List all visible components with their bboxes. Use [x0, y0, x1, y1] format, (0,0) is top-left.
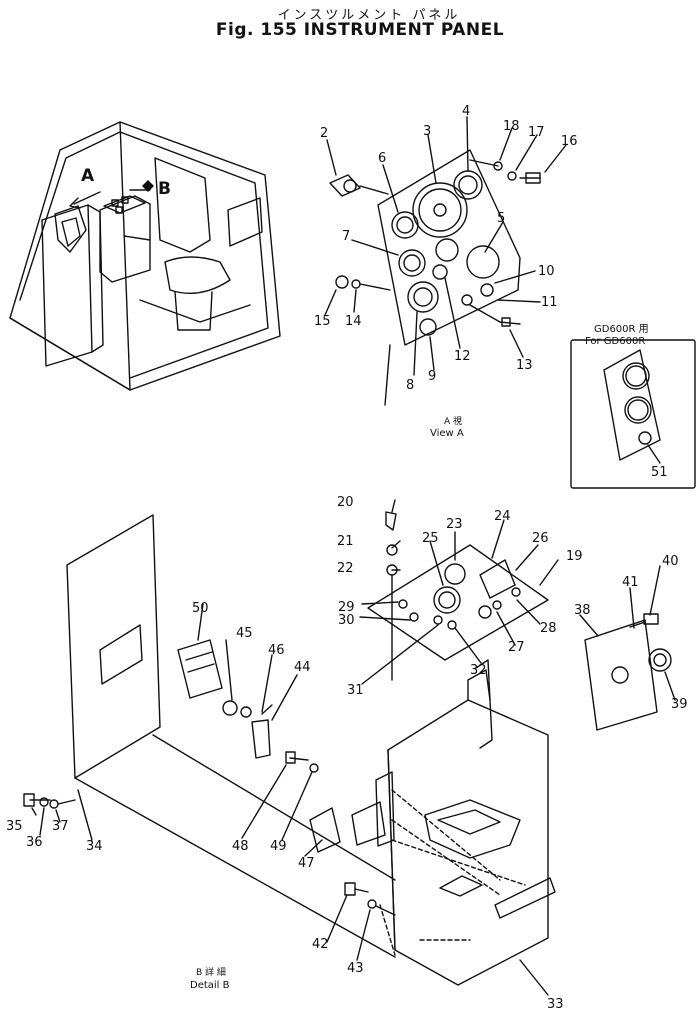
- part-label: 4: [462, 104, 470, 119]
- part-label: 31: [347, 683, 364, 698]
- part-label: 7: [342, 229, 350, 244]
- part-label: 43: [347, 961, 364, 976]
- part-label: 35: [6, 819, 23, 834]
- part-label: 16: [561, 134, 578, 149]
- part-label: 36: [26, 835, 43, 850]
- part-label: 37: [52, 819, 69, 834]
- arrow-a-label: A: [81, 166, 95, 186]
- detail-b-caption: Detail B: [190, 980, 230, 991]
- part-label: 6: [378, 151, 386, 166]
- part-label: 18: [503, 119, 520, 134]
- part-label: 11: [541, 295, 558, 310]
- arrow-b-label: B: [158, 179, 171, 199]
- part-label: 28: [540, 621, 557, 636]
- part-label: 48: [232, 839, 249, 854]
- part-label: 22: [337, 561, 354, 576]
- detail-b-assembly: [23, 511, 672, 986]
- part-label: 24: [494, 509, 511, 524]
- part-label: 34: [86, 839, 103, 854]
- part-label: 10: [538, 264, 555, 279]
- gd600r-variant-box: [570, 339, 696, 489]
- part-label: 38: [574, 603, 591, 618]
- part-label: 15: [314, 314, 331, 329]
- part-label: 5: [497, 211, 505, 226]
- variant-japanese: GD600R 用: [594, 324, 649, 335]
- part-label: 33: [547, 997, 564, 1012]
- part-label: 23: [446, 517, 463, 532]
- part-label: 19: [566, 549, 583, 564]
- part-label: 9: [428, 369, 436, 384]
- part-label: 50: [192, 601, 209, 616]
- part-label: 27: [508, 640, 525, 655]
- part-label: 32: [470, 663, 487, 678]
- part-label: 39: [671, 697, 688, 712]
- part-label: 21: [337, 534, 354, 549]
- view-a-caption: View A: [430, 428, 464, 439]
- figure-title: Fig. 155 INSTRUMENT PANEL: [215, 20, 505, 40]
- title-japanese: インスツルメント パネル: [277, 8, 461, 23]
- part-label: 26: [532, 531, 549, 546]
- part-label: 17: [528, 125, 545, 140]
- part-label: 44: [294, 660, 311, 675]
- part-label: 41: [622, 575, 639, 590]
- part-label: 29: [338, 600, 355, 615]
- part-label: 40: [662, 554, 679, 569]
- part-label: 8: [406, 378, 414, 393]
- part-label: 3: [423, 124, 431, 139]
- part-label: 30: [338, 613, 355, 628]
- part-label: 45: [236, 626, 253, 641]
- part-label: 25: [422, 531, 439, 546]
- part-label: 12: [454, 349, 471, 364]
- part-label: 2: [320, 126, 328, 141]
- part-label: 14: [345, 314, 362, 329]
- detail-b-japanese: B 詳 細: [196, 966, 226, 978]
- part-label: 51: [651, 465, 668, 480]
- variant-caption: For GD600R: [585, 336, 645, 347]
- part-label: 46: [268, 643, 285, 658]
- part-label: 49: [270, 839, 287, 854]
- view-a-instrument-panel: [329, 149, 541, 406]
- part-label: 13: [516, 358, 533, 373]
- part-label: 47: [298, 856, 315, 871]
- part-number-labels: 2 3 4 5 6 7 8 9 10 11 12 13 14 15 16 17 …: [6, 104, 688, 1012]
- part-label: 20: [337, 495, 354, 510]
- part-label: 42: [312, 937, 329, 952]
- cab-illustration: [9, 121, 281, 391]
- view-a-japanese: A 視: [444, 415, 462, 427]
